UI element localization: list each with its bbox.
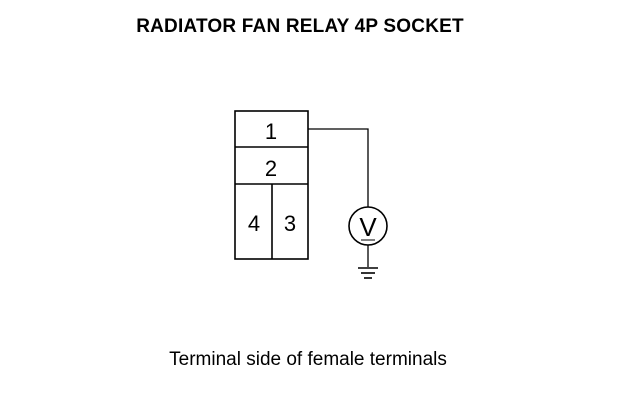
probe-wire [308,128,369,207]
terminal-2-label: 2 [265,156,277,181]
ground-icon [358,267,378,279]
voltmeter-symbol: V [359,212,377,242]
voltmeter-icon: V [348,206,388,246]
diagram-caption: Terminal side of female terminals [169,349,447,370]
terminal-1-label: 1 [265,119,277,144]
terminal-3-label: 3 [284,211,296,236]
diagram-title: RADIATOR FAN RELAY 4P SOCKET [136,16,464,37]
terminal-4-label: 4 [248,211,260,236]
